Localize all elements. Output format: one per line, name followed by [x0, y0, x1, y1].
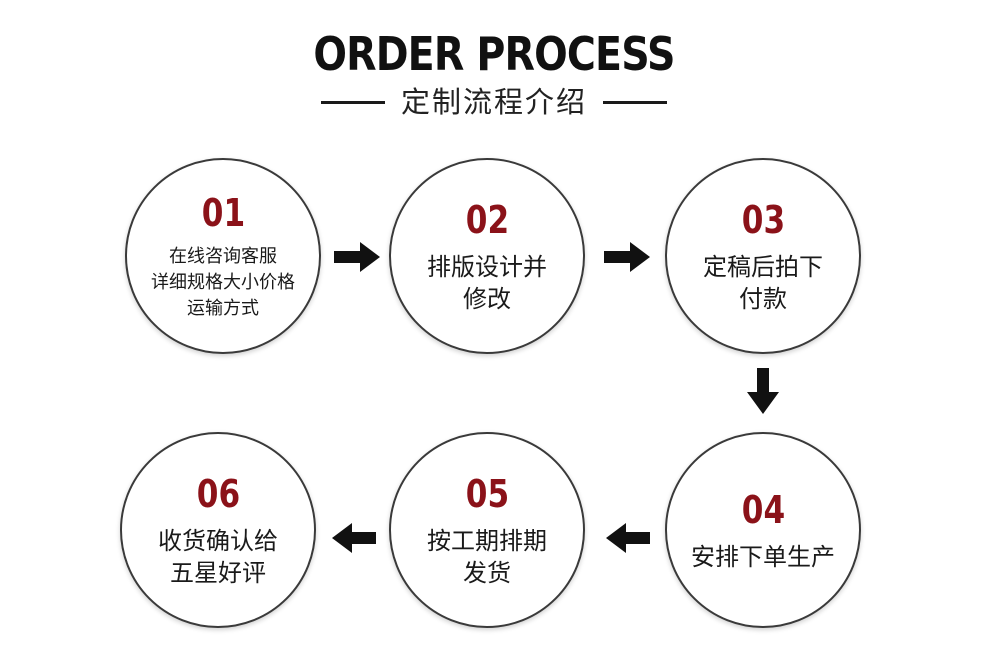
step-05-text: 按工期排期 发货 [427, 527, 547, 587]
subtitle-left-rule [320, 100, 385, 104]
subtitle-right-rule [603, 100, 667, 104]
arrow-down-icon [747, 368, 779, 414]
page-title: ORDER PROCESS [313, 27, 675, 81]
step-02-circle: 02 排版设计并 修改 [389, 158, 585, 354]
step-02-number: 02 [465, 198, 509, 242]
step-06-text: 收货确认给 五星好评 [158, 527, 278, 587]
step-05-number: 05 [465, 472, 509, 516]
step-06-number: 06 [196, 472, 240, 516]
step-04-circle: 04 安排下单生产 [665, 432, 861, 628]
step-01-circle: 01 在线咨询客服 详细规格大小价格 运输方式 [125, 158, 321, 354]
step-02-text: 排版设计并 修改 [427, 253, 547, 313]
page-subtitle: 定制流程介绍 [400, 85, 587, 119]
arrow-left-icon [606, 523, 650, 553]
step-01-text: 在线咨询客服 详细规格大小价格 运输方式 [151, 246, 295, 319]
step-03-number: 03 [741, 198, 785, 242]
step-03-text: 定稿后拍下 付款 [703, 253, 823, 313]
step-05-circle: 05 按工期排期 发货 [389, 432, 585, 628]
step-04-number: 04 [741, 488, 785, 532]
step-01-number: 01 [201, 191, 245, 235]
subtitle-row: 定制流程介绍 [0, 82, 988, 122]
step-03-circle: 03 定稿后拍下 付款 [665, 158, 861, 354]
arrow-right-icon [604, 242, 650, 272]
step-06-circle: 06 收货确认给 五星好评 [120, 432, 316, 628]
arrow-right-icon [334, 242, 380, 272]
arrow-left-icon [332, 523, 376, 553]
step-04-text: 安排下单生产 [691, 543, 835, 571]
